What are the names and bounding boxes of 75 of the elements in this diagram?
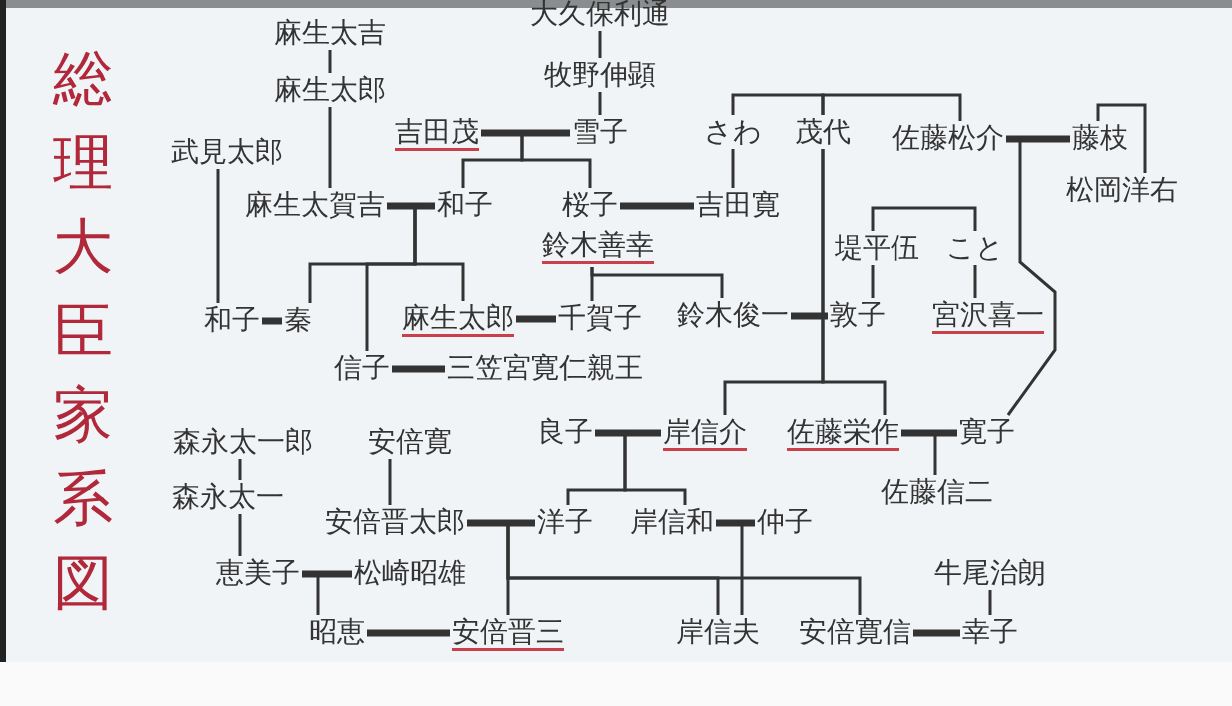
person-name: 吉田寛 [696,191,780,219]
person-name: 鈴木俊一 [677,301,789,329]
family-line [238,459,242,480]
person-name: 雪子 [572,118,628,146]
person-name: 信子 [334,354,390,382]
person-name: 武見太郎 [171,138,283,166]
person-name: 安倍晋三 [452,618,564,651]
family-line [871,265,875,298]
person-name: 寛子 [959,418,1015,446]
family-line [328,50,332,73]
family-line [595,431,687,505]
family-line [388,459,392,505]
person-name: 藤枝 [1072,124,1128,152]
person-name: 佐藤栄作 [787,418,899,451]
person-name: 和子 [204,306,260,334]
person-name: 恵美子 [216,559,300,587]
person-name: 和子 [437,191,493,219]
family-line [821,93,962,121]
person-name: 森永太一 [172,483,284,511]
family-line [590,267,724,298]
person-name: 良子 [537,418,593,446]
person-name: 松岡洋右 [1066,176,1178,204]
person-name: こと [946,234,1004,262]
person-name: 洋子 [537,508,593,536]
person-name: 三笠宮寛仁親王 [447,354,643,382]
person-name: 牛尾治朗 [934,559,1046,587]
family-line [598,31,602,58]
person-name: 大久保利通 [530,0,670,28]
family-line [716,521,744,615]
person-name: 岸信夫 [676,618,760,646]
person-name: 松崎昭雄 [354,559,466,587]
person-name: 秦 [284,306,312,334]
family-line [302,572,320,615]
person-name: 岸信介 [663,418,747,451]
person-name: 岸信和 [630,508,714,536]
person-name: 安倍寛信 [799,618,911,646]
person-name: 千賀子 [558,304,642,332]
person-name: 安倍晋太郎 [325,508,465,536]
person-name: 牧野伸顕 [544,61,656,89]
family-line [1005,136,1057,416]
person-name: 吉田茂 [395,118,479,151]
person-name: 麻生太賀吉 [245,191,385,219]
person-name: 麻生太吉 [274,19,386,47]
family-line [598,92,602,115]
person-name: 敦子 [830,301,886,329]
family-line [467,521,862,615]
family-line [871,206,977,231]
family-line [328,107,332,188]
family-line [1096,103,1147,173]
person-name: 昭恵 [309,618,365,646]
family-line [973,265,977,298]
person-name: 堤平伍 [835,234,919,262]
title: 総理大臣家系図 [52,42,114,619]
family-line [216,169,220,303]
person-name: さわ [704,118,762,146]
family-line [481,131,592,188]
family-line [387,204,465,301]
family-line [901,431,937,475]
person-name: 麻生太郎 [402,304,514,337]
person-name: 麻生太郎 [274,76,386,104]
family-line [821,149,887,415]
family-line [731,93,825,115]
person-name: 茂代 [795,118,851,146]
person-name: 佐藤松介 [892,124,1004,152]
person-name: 森永太一郎 [173,428,313,456]
person-name: 宮沢喜一 [932,301,1044,334]
person-name: 安倍寛 [368,428,452,456]
person-name: 桜子 [562,191,618,219]
family-line [731,149,735,188]
family-line [238,514,242,556]
person-name: 佐藤信二 [881,478,993,506]
person-name: 仲子 [757,508,813,536]
person-name: 鈴木善幸 [542,231,654,264]
person-name: 幸子 [962,618,1018,646]
family-line [988,590,992,615]
